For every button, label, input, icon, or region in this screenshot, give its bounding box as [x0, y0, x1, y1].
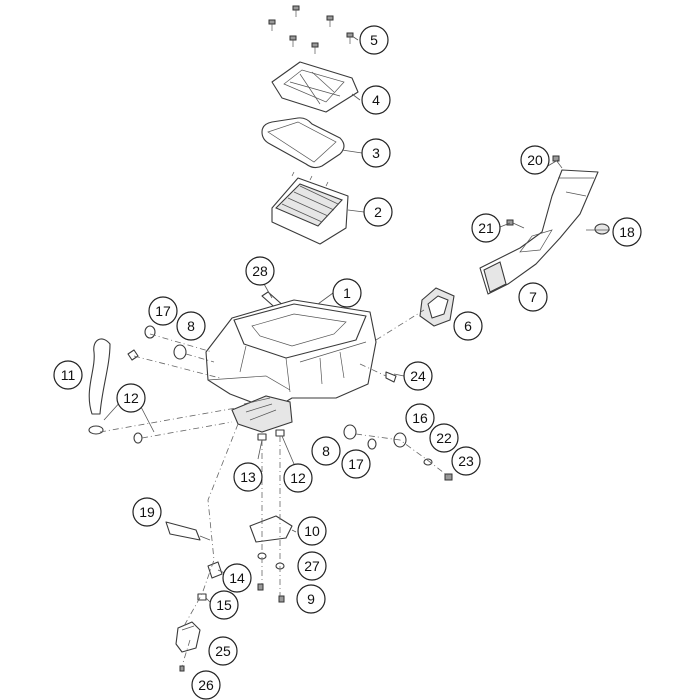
callout-5: 5: [359, 25, 389, 55]
callout-27: 27: [297, 551, 327, 581]
screw-part-26: [179, 665, 185, 672]
hose-clip-part-12: [88, 349, 143, 444]
hose-part-11: [88, 338, 111, 415]
screw-part-21: [506, 219, 525, 229]
clip-part-24: [385, 371, 397, 383]
svg-text:24: 24: [410, 368, 426, 384]
svg-text:12: 12: [123, 390, 139, 406]
svg-text:8: 8: [187, 318, 195, 334]
callout-7: 7: [518, 282, 548, 312]
svg-text:16: 16: [412, 410, 428, 426]
svg-text:7: 7: [529, 289, 537, 305]
svg-text:21: 21: [478, 220, 494, 236]
svg-text:15: 15: [216, 597, 232, 613]
callout-20: 20: [520, 145, 550, 175]
svg-text:5: 5: [370, 32, 378, 48]
filter-cover-part-4: [271, 61, 359, 113]
callout-3: 3: [361, 138, 391, 168]
callout-22: 22: [429, 423, 459, 453]
callout-9: 9: [296, 584, 326, 614]
intake-snorkel-part-7: [479, 169, 599, 295]
svg-text:14: 14: [229, 570, 245, 586]
svg-text:13: 13: [240, 469, 256, 485]
screw-part-23: [444, 473, 453, 481]
drain-tube-part-19: [165, 521, 211, 541]
callout-24: 24: [403, 361, 433, 391]
svg-text:1: 1: [343, 285, 351, 301]
air-filter-part-2: [271, 171, 349, 245]
callout-17-right: 17: [341, 449, 371, 479]
callout-8-left: 8: [176, 311, 206, 341]
callout-15: 15: [209, 590, 239, 620]
bolt-part-17-right: [367, 438, 377, 450]
rubber-mount-part-17-left: [144, 325, 156, 339]
cover-part-25: [175, 621, 201, 653]
callout-13: 13: [233, 462, 263, 492]
callout-18: 18: [612, 217, 642, 247]
svg-text:11: 11: [61, 367, 76, 383]
callout-12-left: 12: [116, 383, 146, 413]
svg-text:28: 28: [252, 263, 268, 279]
svg-text:17: 17: [348, 456, 364, 472]
screw-part-9: [257, 583, 285, 603]
callout-17-left: 17: [148, 296, 178, 326]
airbox-part-1: [205, 299, 377, 433]
svg-text:19: 19: [139, 504, 155, 520]
callout-23: 23: [451, 446, 481, 476]
callout-19: 19: [132, 497, 162, 527]
washer-part-22: [423, 458, 433, 466]
svg-text:17: 17: [155, 303, 171, 319]
svg-text:2: 2: [374, 204, 382, 220]
assembly-lines: [99, 309, 449, 667]
svg-text:26: 26: [198, 677, 214, 693]
callout-14: 14: [222, 563, 252, 593]
callout-6: 6: [453, 311, 483, 341]
callout-12-lower: 12: [283, 463, 313, 493]
svg-text:18: 18: [619, 224, 635, 240]
callout-10: 10: [297, 516, 327, 546]
callout-26: 26: [191, 670, 221, 700]
rubber-mount-part-8-left: [173, 344, 187, 360]
callout-28: 28: [245, 256, 275, 286]
callout-25: 25: [208, 636, 238, 666]
intake-boot-part-6: [419, 287, 455, 327]
svg-text:6: 6: [464, 318, 472, 334]
callout-4: 4: [361, 85, 391, 115]
callout-2: 2: [363, 197, 393, 227]
svg-text:4: 4: [372, 92, 380, 108]
screw-set-part-5: [268, 5, 354, 54]
rubber-plug-part-18: [594, 223, 610, 235]
svg-text:27: 27: [304, 558, 320, 574]
svg-text:22: 22: [436, 430, 452, 446]
svg-text:9: 9: [307, 591, 315, 607]
svg-text:25: 25: [215, 643, 231, 659]
callout-21: 21: [471, 213, 501, 243]
svg-text:3: 3: [372, 145, 380, 161]
gasket-part-3: [261, 117, 345, 169]
svg-text:10: 10: [304, 523, 320, 539]
svg-text:20: 20: [527, 152, 543, 168]
screw-part-12-lower: [275, 429, 285, 437]
clip-part-15: [197, 593, 207, 601]
callout-8-right: 8: [311, 436, 341, 466]
screw-part-13: [257, 433, 267, 441]
svg-text:23: 23: [458, 453, 474, 469]
svg-text:12: 12: [290, 470, 306, 486]
bracket-part-10: [249, 515, 293, 543]
callout-11: 11: [53, 360, 83, 390]
callout-16: 16: [405, 403, 435, 433]
rubber-mount-part-8-right: [343, 424, 357, 440]
callout-1: 1: [332, 278, 362, 308]
svg-text:8: 8: [322, 443, 330, 459]
